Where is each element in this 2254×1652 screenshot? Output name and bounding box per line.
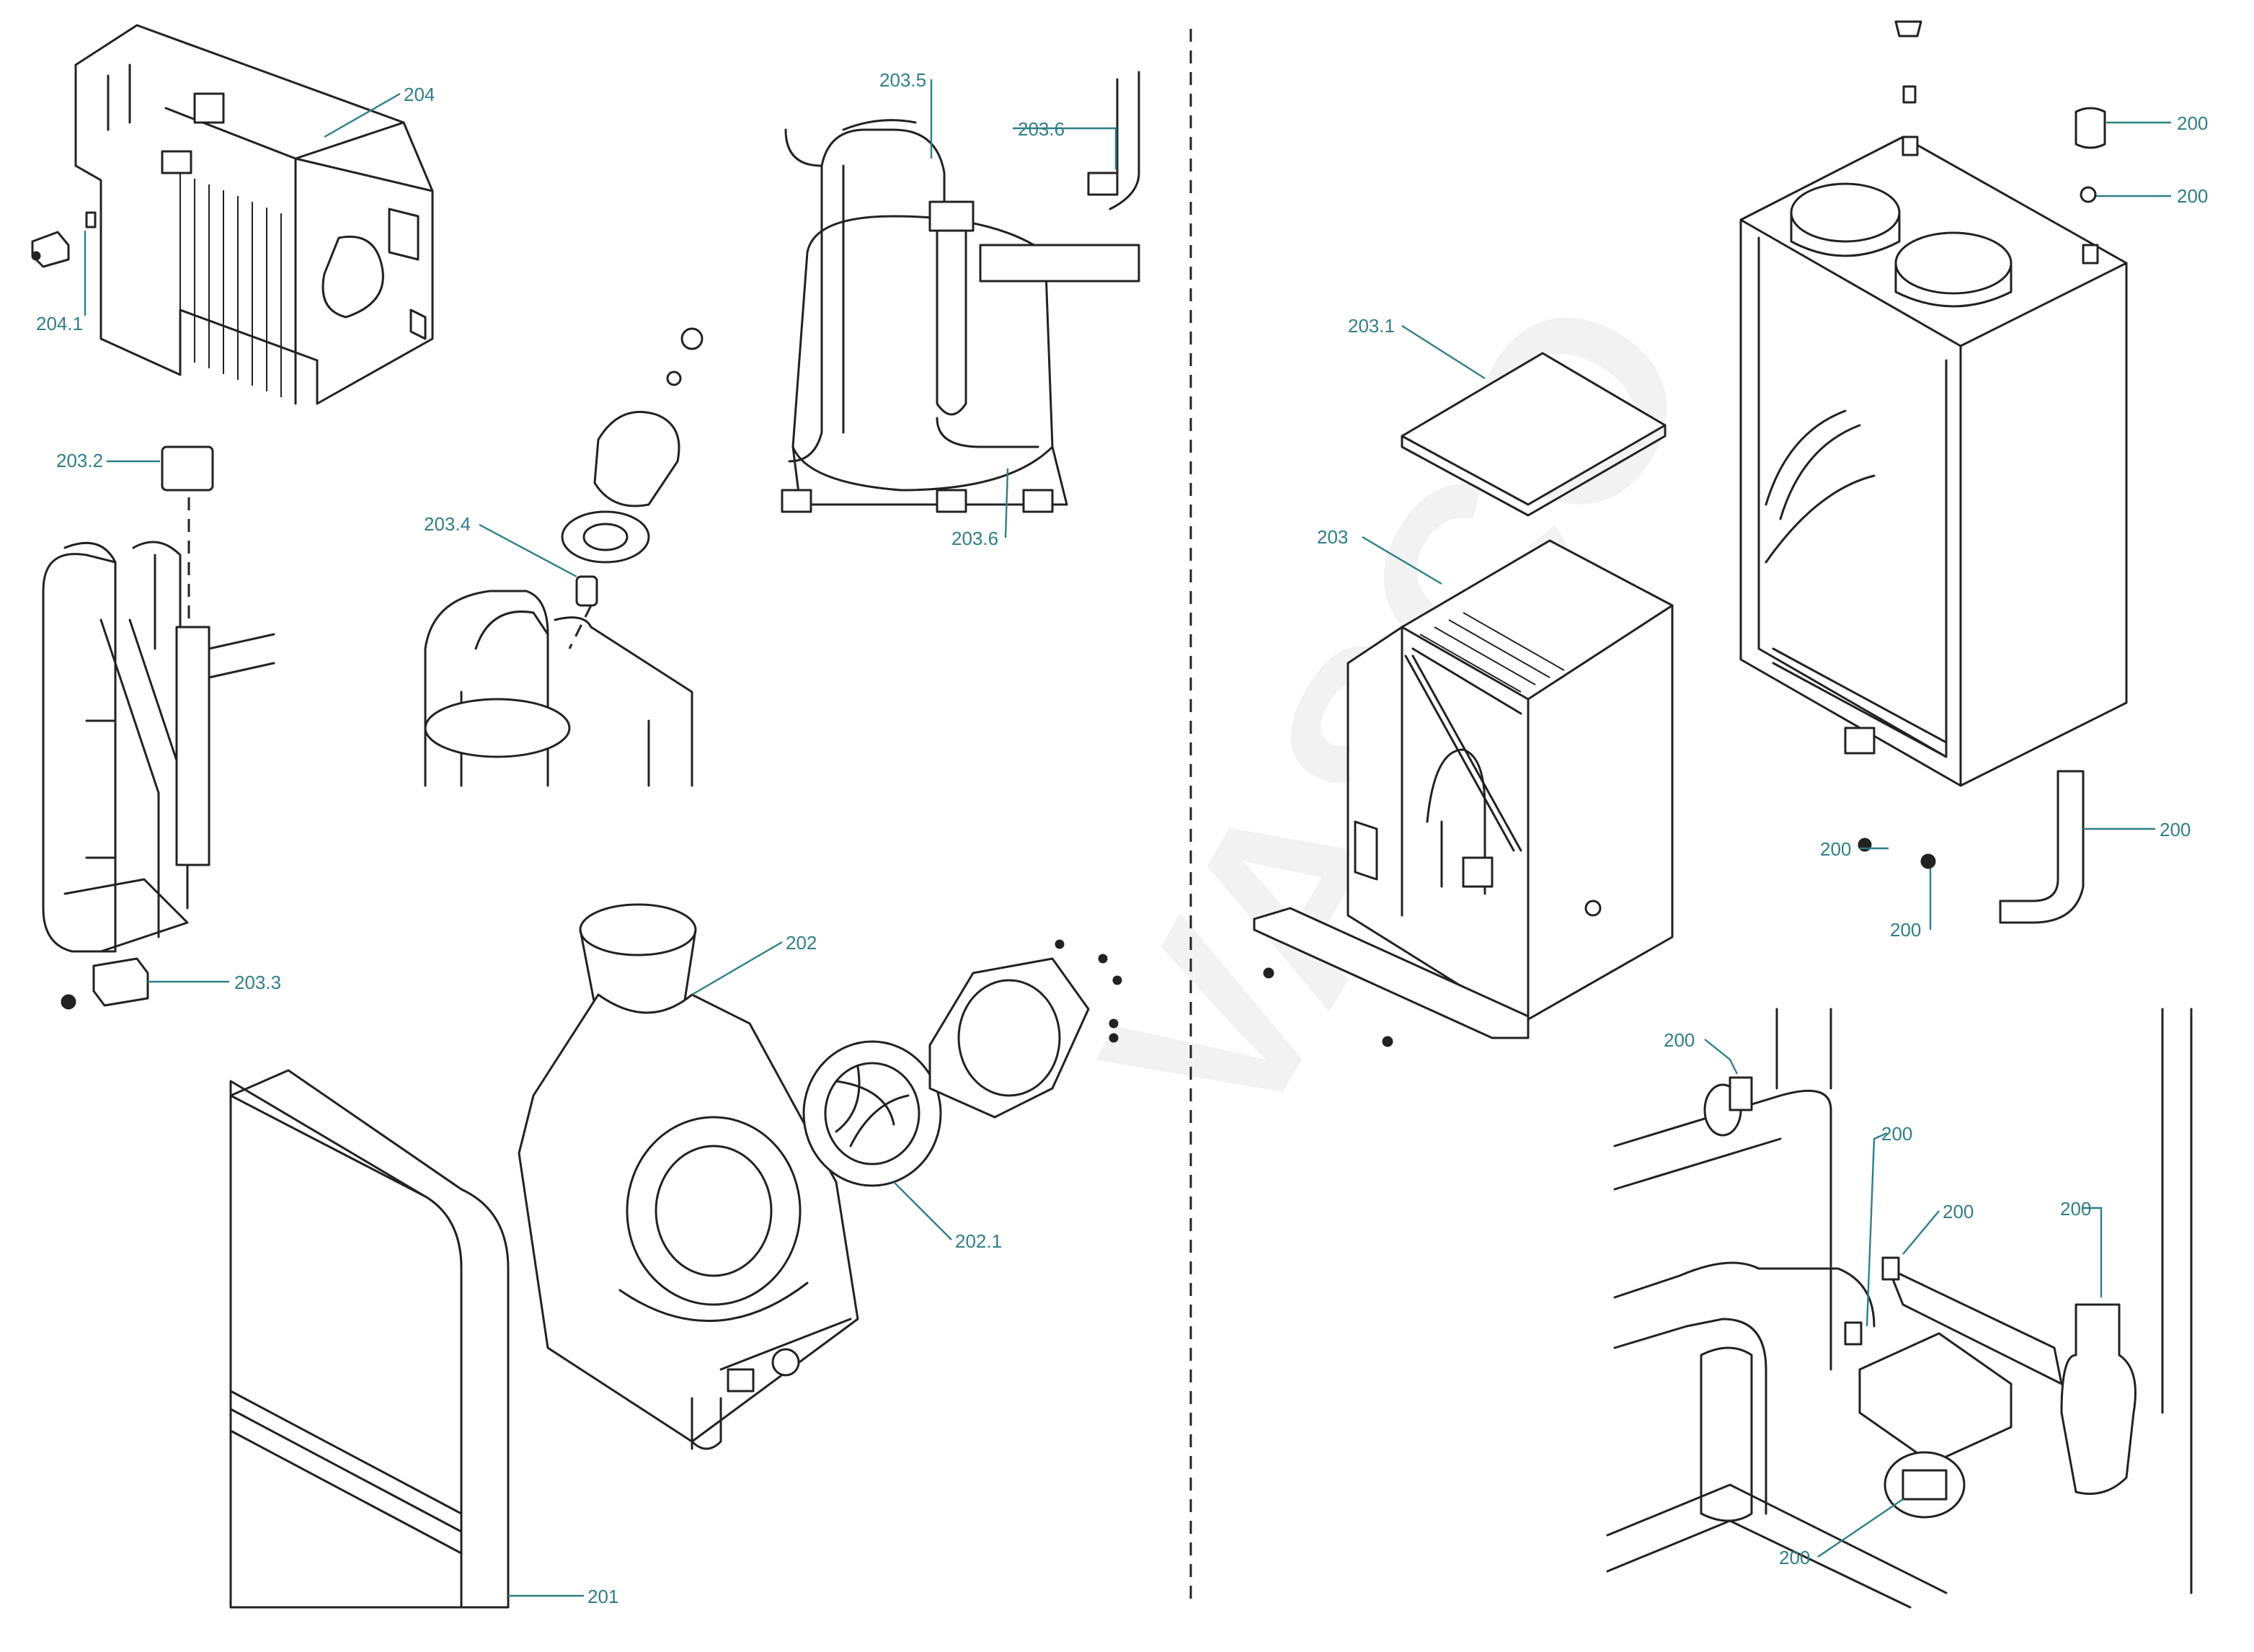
leader-line (1013, 127, 1117, 169)
compressor-assembly-top (781, 71, 1140, 513)
callout-203-6-top: 203.6 (1018, 118, 1065, 140)
connector-204-1 (31, 211, 97, 268)
leader-line (1865, 1132, 1888, 1327)
callout-203-2: 203.2 (56, 450, 103, 471)
leader-line (1401, 324, 1486, 380)
valve-detail-203-4 (424, 327, 704, 787)
leader-line (479, 523, 577, 578)
leader-lines (84, 79, 2171, 1597)
callout-200-cap-right: 200 (1890, 919, 1921, 941)
callout-203-1: 203.1 (1348, 315, 1395, 337)
leader-line (691, 941, 783, 996)
fan-housing-202 (518, 903, 859, 1450)
callout-202-1: 202.1 (955, 1230, 1002, 1252)
callout-200-nut: 200 (2177, 185, 2208, 207)
leader-line (1902, 1210, 1940, 1255)
callout-203-3: 203.3 (234, 972, 281, 993)
leader-line (324, 92, 401, 138)
leader-line (1704, 1039, 1739, 1075)
leader-line (893, 1181, 952, 1240)
leader-line (2083, 1207, 2103, 1297)
front-cover-201 (229, 1069, 510, 1609)
callout-labels: 204 204.1 203.2 203.3 203.4 203.5 203.6 … (36, 69, 2208, 1607)
callout-203-4: 203.4 (424, 513, 471, 535)
callout-203-6-bottom: 203.6 (951, 528, 998, 549)
callout-201: 201 (587, 1586, 618, 1607)
callout-203-5: 203.5 (879, 69, 926, 91)
electronics-box-204 (74, 24, 434, 405)
callout-200-vent: 200 (2060, 1198, 2091, 1220)
leader-line (1004, 468, 1009, 538)
spare-parts-200 (1858, 20, 2106, 924)
hydraulic-pipework-200 (1606, 1008, 2193, 1609)
fan-impeller-202-1 (802, 939, 1122, 1187)
callout-200-cap-left: 200 (1820, 838, 1851, 860)
callout-200-valve: 200 (2177, 112, 2208, 134)
callout-202: 202 (786, 932, 817, 954)
callout-200-sensor-b: 200 (1943, 1201, 1974, 1222)
callout-204: 204 (404, 84, 435, 105)
callout-200-sensor-a: 200 (1881, 1123, 1912, 1145)
callout-204-1: 204.1 (36, 313, 83, 334)
heat-pump-module-203 (1253, 539, 1674, 1047)
leader-line (1817, 1498, 1904, 1558)
callout-200-top-valve: 200 (1664, 1029, 1695, 1051)
callout-203: 203 (1317, 526, 1348, 548)
filter-panel-203-1 (1401, 352, 1667, 517)
piping-assembly-left (42, 445, 275, 1010)
leader-line (1362, 536, 1442, 585)
cabinet-assembly-200 (1739, 136, 2128, 787)
callout-200-pump: 200 (1779, 1547, 1810, 1568)
callout-200-drain: 200 (2160, 819, 2191, 840)
